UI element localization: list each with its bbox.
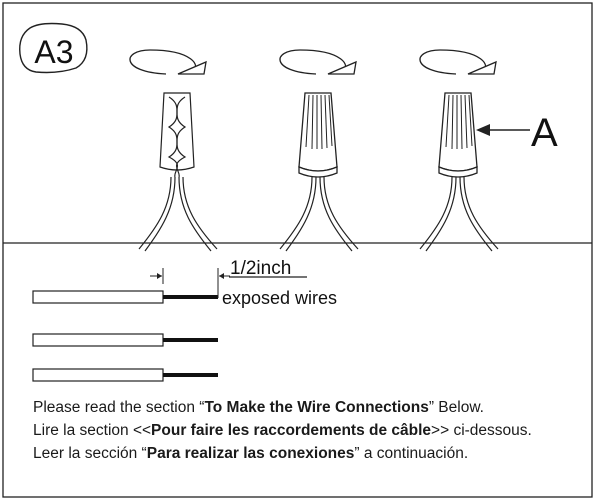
step-badge-label: A3 xyxy=(34,34,73,70)
wire-connector-callout-illustration xyxy=(419,92,499,252)
instruction-line-en: Please read the section “To Make the Wir… xyxy=(33,396,588,419)
instruction-text: ” a continuación. xyxy=(354,445,469,462)
stripped-wire-diagram xyxy=(32,268,307,304)
stripped-wire-diagram xyxy=(32,368,218,382)
twisted-wires-illustration xyxy=(138,92,218,252)
instruction-text: ” Below. xyxy=(428,399,484,416)
instructions-block: Please read the section “To Make the Wir… xyxy=(33,396,588,465)
instruction-text: Leer la sección “ xyxy=(33,445,147,462)
twist-arrow-icon xyxy=(129,49,207,75)
instruction-text: Please read the section “ xyxy=(33,399,205,416)
instruction-section-title: To Make the Wire Connections xyxy=(204,399,429,416)
instruction-section-title: Para realizar las conexiones xyxy=(146,445,355,462)
twist-arrow-icon xyxy=(279,49,357,75)
instruction-text: Lire la section << xyxy=(33,422,152,439)
instruction-line-es: Leer la sección “Para realizar las conex… xyxy=(33,442,588,465)
step-badge: A3 xyxy=(19,22,88,74)
twist-arrow-icon xyxy=(419,49,497,75)
instruction-section-title: Pour faire les raccordements de câble xyxy=(151,422,432,439)
callout-label: A xyxy=(531,111,558,155)
callout-arrow-icon xyxy=(476,124,530,136)
stripped-wire-diagram xyxy=(32,333,218,347)
measurement-label: 1/2inch xyxy=(230,258,291,279)
instruction-text: >> ci-dessous. xyxy=(431,422,532,439)
wire-connector-illustration xyxy=(279,92,359,252)
exposed-wires-label: exposed wires xyxy=(222,288,337,308)
instruction-line-fr: Lire la section <<Pour faire les raccord… xyxy=(33,419,588,442)
